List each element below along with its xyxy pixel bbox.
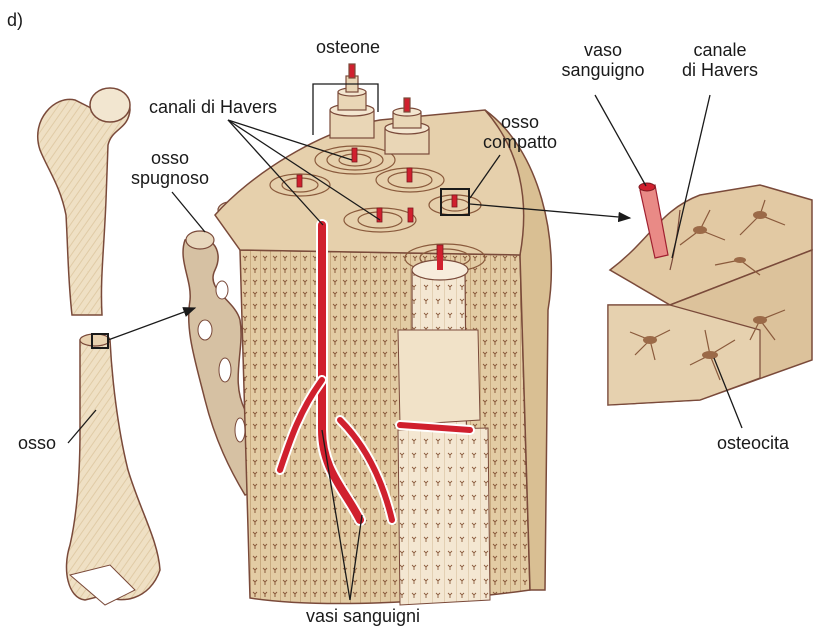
label-osso-compatto: osso compatto (470, 112, 570, 152)
label-canale-havers: canale di Havers (665, 40, 775, 80)
label-osso: osso (18, 433, 56, 453)
label-osso-spugnoso: osso spugnoso (120, 148, 220, 188)
femur-upper (38, 88, 130, 315)
label-canali-havers: canali di Havers (149, 97, 277, 117)
label-osteone: osteone (298, 37, 398, 57)
label-canale-havers-line2: di Havers (665, 60, 775, 80)
label-vaso-sanguigno: vaso sanguigno (553, 40, 653, 80)
label-osso-spugnoso-line1: osso (120, 148, 220, 168)
label-osso-spugnoso-line2: spugnoso (120, 168, 220, 188)
femur-lower (66, 334, 160, 605)
label-vaso-sanguigno-line1: vaso (553, 40, 653, 60)
label-osso-compatto-line1: osso (470, 112, 570, 132)
label-vasi-sanguigni: vasi sanguigni (283, 606, 443, 626)
figure-letter: d) (7, 10, 23, 30)
label-osteocita: osteocita (717, 433, 789, 453)
label-vaso-sanguigno-line2: sanguigno (553, 60, 653, 80)
label-osso-compatto-line2: compatto (470, 132, 570, 152)
label-canale-havers-line1: canale (665, 40, 775, 60)
tissue-block (608, 183, 812, 405)
